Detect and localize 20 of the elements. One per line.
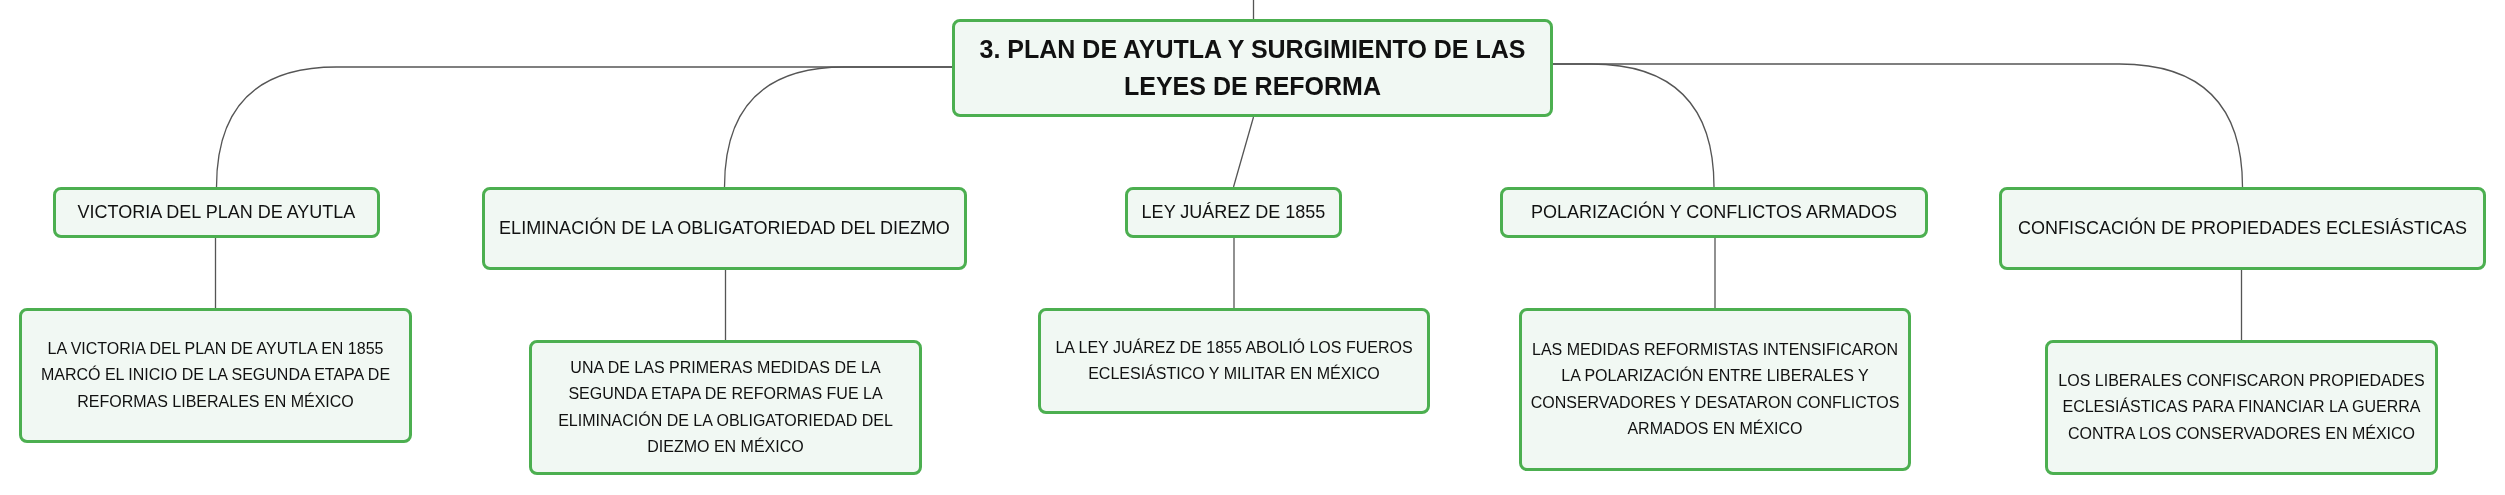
connector-line <box>1552 63 2244 188</box>
subtopic-box: LA LEY JUÁREZ DE 1855 ABOLIÓ LOS FUEROS ECLESIÁSTICO Y MILITAR EN MÉXICO <box>1038 308 1430 414</box>
connector-line <box>724 269 727 341</box>
subtopic-box: LA VICTORIA DEL PLAN DE AYUTLA EN 1855 MARCÓ EL INICIO DE LA SEGUNDA ETAPA DE REFORMAS LIBERALES EN MÉXICO <box>19 308 412 443</box>
connector-line <box>1714 237 1716 309</box>
connector-line <box>214 237 217 309</box>
connector-line <box>723 66 953 188</box>
topic-box: POLARIZACIÓN Y CONFLICTOS ARMADOS <box>1500 187 1928 238</box>
connector-line <box>1232 116 1255 188</box>
subtopic-box: LOS LIBERALES CONFISCARON PROPIEDADES ECLESIÁSTICAS PARA FINANCIAR LA GUERRA CONTRA LOS CONSERVADORES EN MÉXICO <box>2045 340 2438 475</box>
subtopic-box: LAS MEDIDAS REFORMISTAS INTENSIFICARON LA POLARIZACIÓN ENTRE LIBERALES Y CONSERVADORES Y DESATARON CONFLICTOS ARMADOS EN MÉXICO <box>1519 308 1911 471</box>
connector-line <box>1233 237 1235 309</box>
topic-box: ELIMINACIÓN DE LA OBLIGATORIEDAD DEL DIEZMO <box>482 187 967 270</box>
topic-box: VICTORIA DEL PLAN DE AYUTLA <box>53 187 380 238</box>
connector-line <box>2240 269 2243 341</box>
subtopic-box: UNA DE LAS PRIMERAS MEDIDAS DE LA SEGUNDA ETAPA DE REFORMAS FUE LA ELIMINACIÓN DE LA OBLIGATORIEDAD DEL DIEZMO EN MÉXICO <box>529 340 922 475</box>
central-topic-box: 3. PLAN DE AYUTLA Y SURGIMIENTO DE LAS LEYES DE REFORMA <box>952 19 1553 117</box>
topic-box: LEY JUÁREZ DE 1855 <box>1125 187 1342 238</box>
topic-box: CONFISCACIÓN DE PROPIEDADES ECLESIÁSTICAS <box>1999 187 2486 270</box>
connector-line <box>1252 0 1255 20</box>
